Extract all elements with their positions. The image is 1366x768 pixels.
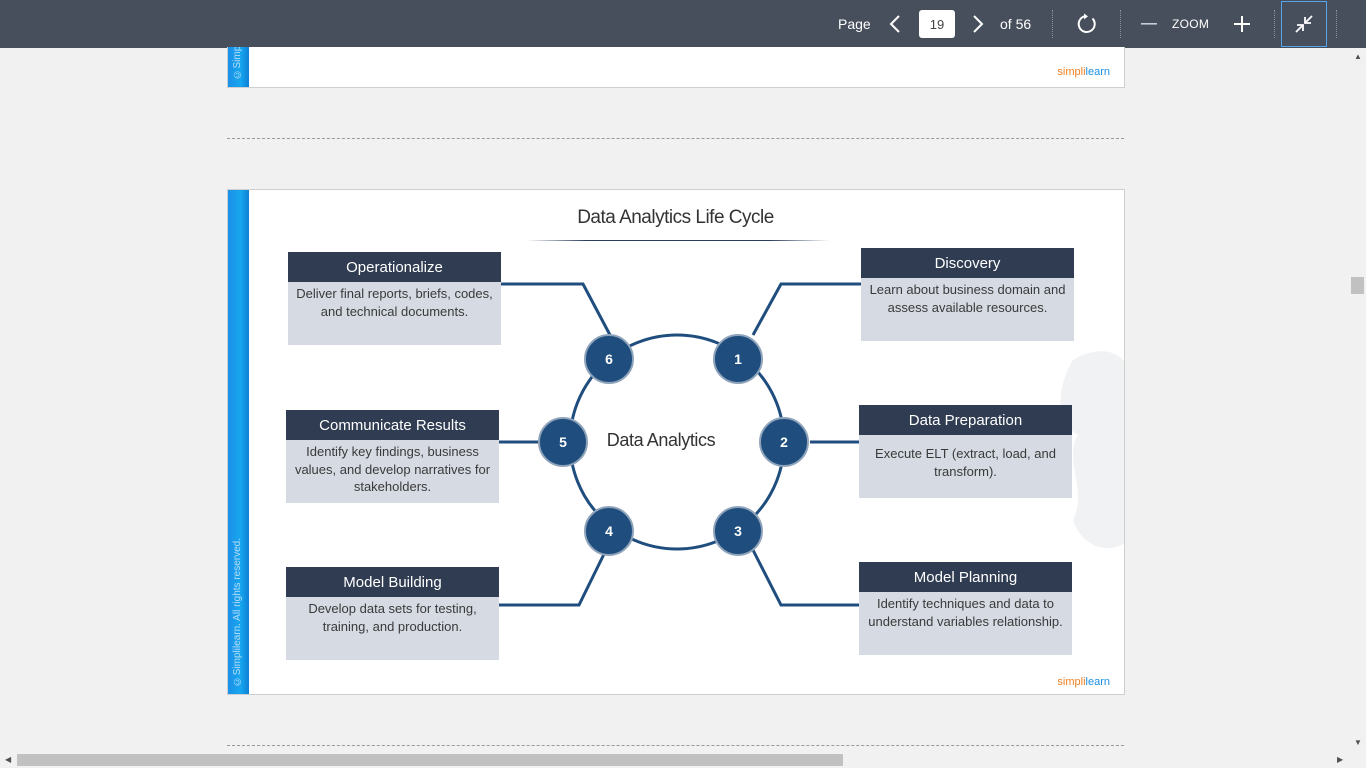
step-box-operationalize: Operationalize Deliver final reports, br…	[288, 252, 501, 345]
step-5-circle: 5	[538, 417, 588, 467]
current-page: ©Simplilearn. All rights reserved. Data …	[227, 189, 1125, 695]
step-title: Communicate Results	[286, 410, 499, 440]
scroll-down-arrow-icon[interactable]: ▼	[1354, 738, 1362, 747]
watermark-graphic	[1060, 351, 1124, 549]
step-title: Discovery	[861, 248, 1074, 278]
plus-icon	[1234, 16, 1250, 32]
step-3-circle: 3	[713, 506, 763, 556]
step-box-model-planning: Model Planning Identify techniques and d…	[859, 562, 1072, 655]
step-2-circle: 2	[759, 417, 809, 467]
step-description: Identify techniques and data to understa…	[859, 592, 1072, 655]
collapse-icon	[1295, 15, 1313, 33]
step-title: Data Preparation	[859, 405, 1072, 435]
horizontal-scroll-thumb[interactable]	[17, 754, 843, 766]
step-6-circle: 6	[584, 334, 634, 384]
chevron-right-icon	[973, 15, 984, 33]
step-box-communicate-results: Communicate Results Identify key finding…	[286, 410, 499, 503]
exit-fullscreen-button[interactable]	[1281, 1, 1327, 47]
page-separator	[227, 745, 1124, 746]
toolbar-divider	[1336, 10, 1337, 38]
step-4-circle: 4	[584, 506, 634, 556]
viewer-toolbar: Page of 56 ZOOM	[0, 0, 1366, 48]
step-description: Learn about business domain and assess a…	[861, 278, 1074, 341]
scroll-right-arrow-icon[interactable]: ▶	[1337, 755, 1344, 764]
toolbar-divider	[1120, 10, 1121, 38]
vertical-scroll-thumb[interactable]	[1351, 277, 1364, 294]
zoom-label: ZOOM	[1172, 17, 1210, 31]
copyright-text: ©Simplilearn	[232, 47, 243, 79]
previous-page-button[interactable]	[882, 12, 908, 36]
title-underline	[526, 240, 830, 241]
step-title: Operationalize	[288, 252, 501, 282]
step-1-circle: 1	[713, 334, 763, 384]
scroll-up-arrow-icon[interactable]: ▲	[1354, 52, 1362, 61]
vertical-scrollbar[interactable]	[1349, 48, 1366, 752]
step-description: Identify key findings, business values, …	[286, 440, 499, 503]
brand-logo: simplilearn	[1057, 676, 1110, 688]
page-count-label: of 56	[1000, 16, 1032, 32]
minus-icon	[1141, 23, 1157, 25]
page-label: Page	[838, 16, 871, 32]
brand-logo: simplilearn	[1057, 66, 1110, 78]
step-description: Develop data sets for testing, training,…	[286, 597, 499, 660]
step-box-data-preparation: Data Preparation Execute ELT (extract, l…	[859, 405, 1072, 498]
rotate-icon	[1077, 13, 1096, 34]
step-title: Model Building	[286, 567, 499, 597]
zoom-in-button[interactable]	[1230, 12, 1254, 36]
page-separator	[227, 138, 1124, 139]
rotate-button[interactable]	[1072, 10, 1102, 38]
toolbar-divider	[1274, 10, 1275, 38]
page-accent-bar: ©Simplilearn	[228, 47, 249, 87]
previous-page: ©Simplilearn simplilearn	[227, 47, 1125, 88]
zoom-out-button[interactable]	[1138, 12, 1160, 36]
toolbar-divider	[1052, 10, 1053, 38]
slide-title: Data Analytics Life Cycle	[577, 207, 774, 228]
step-title: Model Planning	[859, 562, 1072, 592]
step-description: Deliver final reports, briefs, codes, an…	[288, 282, 501, 345]
step-box-discovery: Discovery Learn about business domain an…	[861, 248, 1074, 341]
page-number-input[interactable]	[919, 10, 955, 38]
step-description: Execute ELT (extract, load, and transfor…	[859, 435, 1072, 498]
center-label: Data Analytics	[606, 430, 716, 450]
chevron-left-icon	[889, 15, 900, 33]
scroll-left-arrow-icon[interactable]: ◀	[5, 755, 12, 764]
page-accent-bar: ©Simplilearn. All rights reserved.	[228, 190, 249, 694]
step-box-model-building: Model Building Develop data sets for tes…	[286, 567, 499, 660]
next-page-button[interactable]	[965, 12, 991, 36]
